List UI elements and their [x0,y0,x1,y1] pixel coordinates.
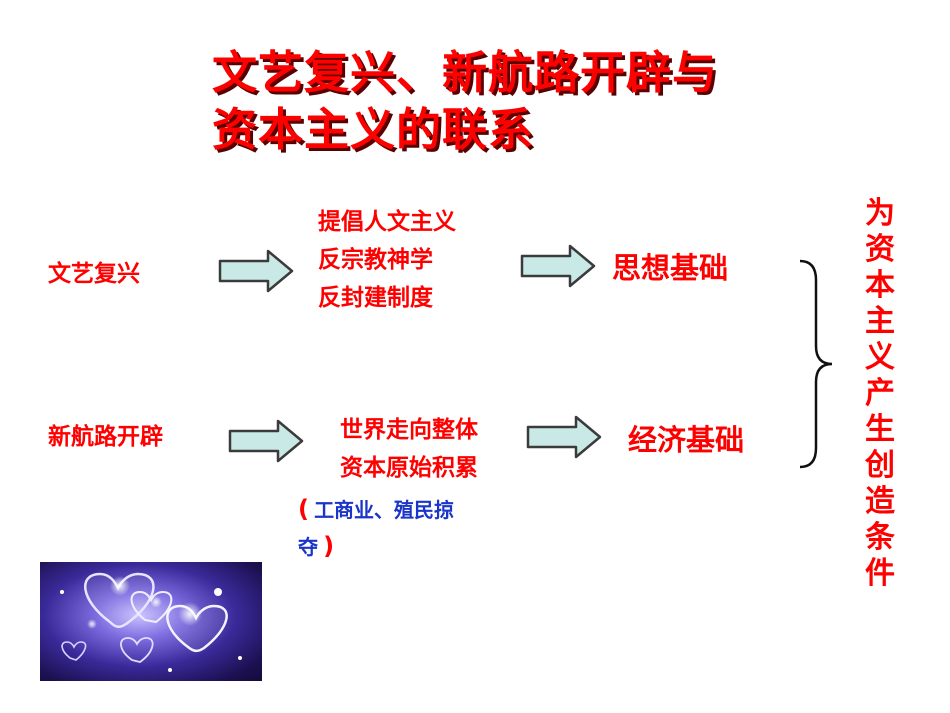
new-route-result: 经济基础 [628,423,745,457]
renaissance-label: 文艺复兴 [48,261,140,287]
conclusion-vertical-text: 为 资 本 主 义 产 生 创 造 条 件 [860,196,900,592]
note-text-line-1: 工商业、殖民掠 [314,498,455,522]
title-line-1: 文艺复兴、新航路开辟与 [212,46,719,99]
conclusion-char: 主 [865,304,895,339]
page-title: 文艺复兴、新航路开辟与 资本主义的联系 [212,44,832,158]
title-line-2: 资本主义的联系 [212,103,535,156]
renaissance-item-3: 反封建制度 [318,285,433,311]
conclusion-char: 件 [865,556,895,591]
new-route-item-1: 世界走向整体 [340,417,478,443]
new-route-item-2: 资本原始积累 [340,455,478,481]
arrow-right-icon [218,249,294,293]
conclusion-char: 资 [865,232,895,267]
conclusion-char: 产 [865,376,895,411]
hearts-icon [60,572,242,672]
conclusion-char: 为 [865,196,895,231]
arrow-right-icon [520,244,596,288]
conclusion-char: 本 [865,268,895,303]
renaissance-result: 思想基础 [612,251,729,285]
conclusion-char: 条 [865,520,895,555]
arrow-right-icon [526,415,602,459]
conclusion-char: 义 [865,340,895,375]
new-route-label: 新航路开辟 [48,424,163,450]
conclusion-char: 创 [865,448,895,483]
right-brace-icon [799,259,833,469]
arrow-right-icon [228,419,304,463]
glowing-hearts-image [40,562,262,681]
new-route-note: ( 工商业、殖民掠 夺 ) [298,492,518,566]
note-text-line-2: 夺 [298,535,318,559]
renaissance-item-1: 提倡人文主义 [318,209,456,235]
conclusion-char: 造 [865,484,895,519]
conclusion-char: 生 [865,412,895,447]
renaissance-item-2: 反宗教神学 [318,247,433,273]
note-close-paren: ) [323,532,335,560]
note-open-paren: ( [298,495,309,523]
